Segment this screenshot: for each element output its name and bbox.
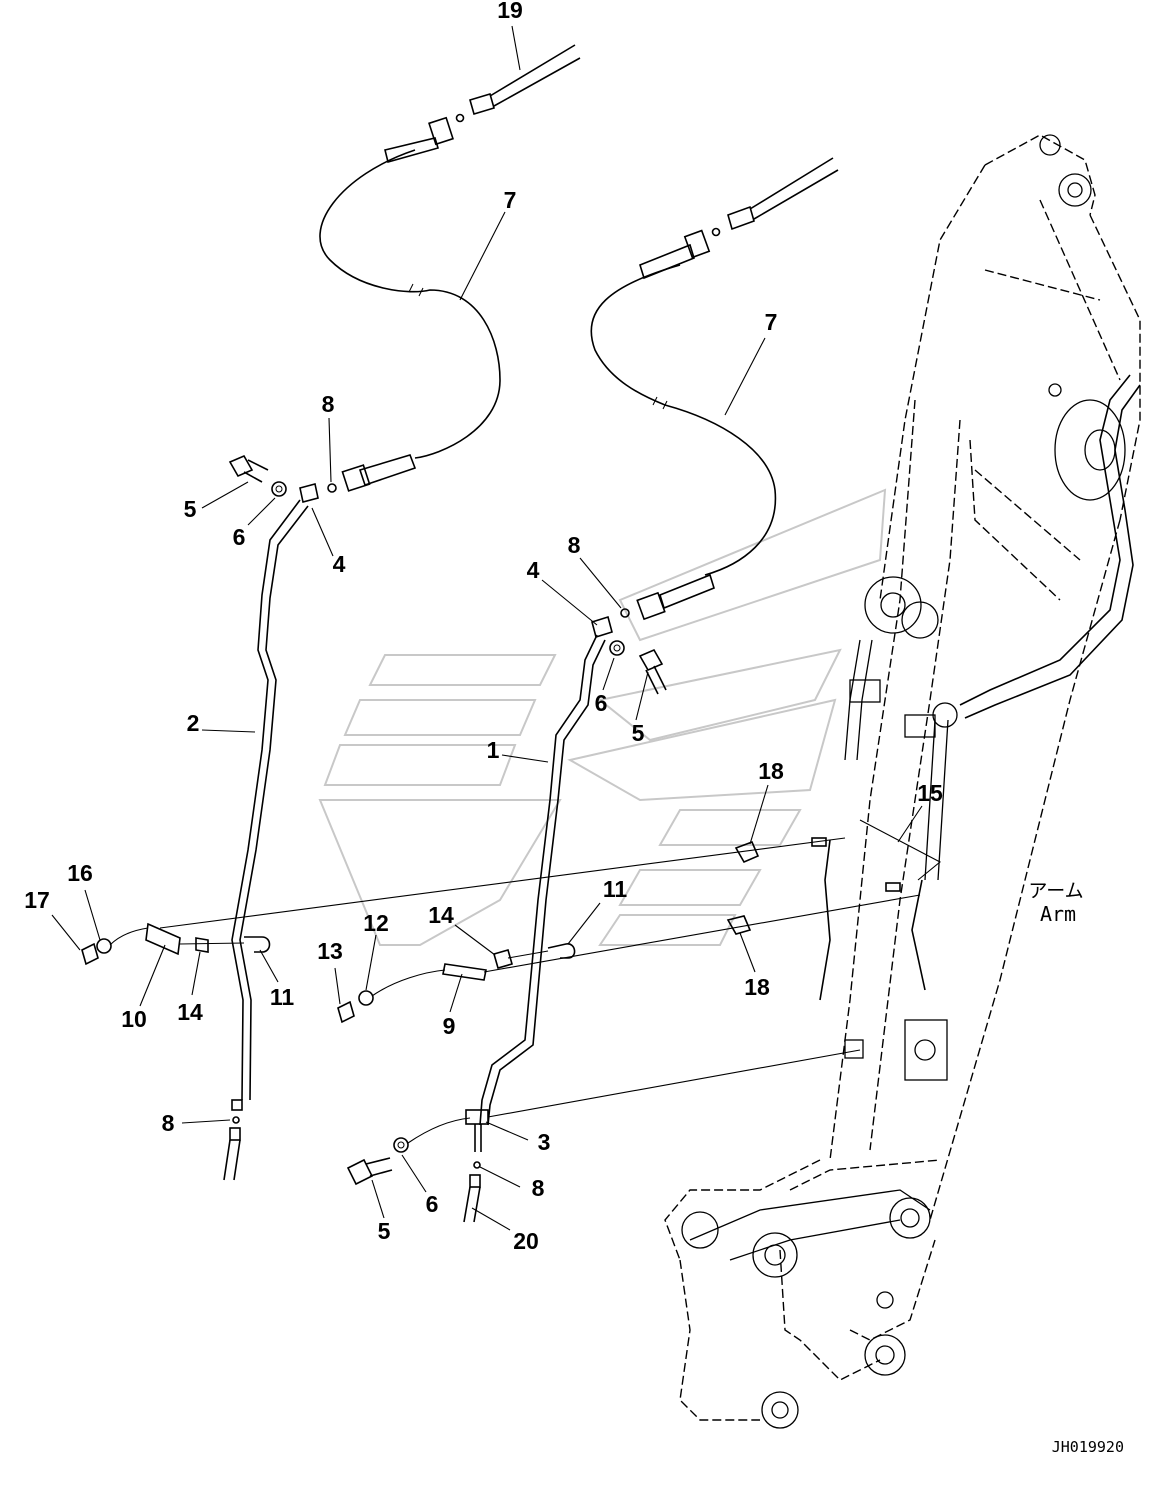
arm-structure — [664, 134, 1141, 1429]
callout-16: 16 — [67, 860, 93, 886]
callout-13: 13 — [317, 938, 343, 964]
clamp-assembly-left — [81, 837, 846, 966]
callout-4: 4 — [333, 551, 346, 577]
arm-label-jp: アーム — [1028, 880, 1083, 902]
callout-7: 7 — [765, 309, 778, 335]
callout-15: 15 — [917, 780, 943, 806]
callout-6: 6 — [426, 1191, 439, 1217]
hose-7-left — [319, 44, 581, 493]
callout-18: 18 — [758, 758, 784, 784]
callout-5: 5 — [378, 1218, 391, 1244]
callout-5: 5 — [632, 720, 645, 746]
callout-8: 8 — [162, 1110, 175, 1136]
document-id: JH019920 — [1052, 1438, 1124, 1456]
watermark-logo — [318, 488, 887, 946]
callout-12: 12 — [363, 910, 389, 936]
callout-17: 17 — [24, 887, 50, 913]
callout-11: 11 — [603, 876, 628, 902]
callout-7: 7 — [504, 187, 517, 213]
clamp-assembly-middle — [337, 894, 921, 1024]
arm-label-en: Arm — [1040, 902, 1076, 926]
callout-8: 8 — [532, 1175, 545, 1201]
callout-6: 6 — [233, 524, 246, 550]
callout-6: 6 — [595, 690, 608, 716]
callout-11: 11 — [270, 984, 295, 1010]
callout-3: 3 — [538, 1129, 551, 1155]
callout-20: 20 — [513, 1228, 539, 1254]
callout-2: 2 — [187, 710, 200, 736]
callout-19: 19 — [497, 0, 523, 23]
callout-8: 8 — [322, 391, 335, 417]
callout-14: 14 — [177, 999, 203, 1025]
callout-8: 8 — [568, 532, 581, 558]
upper-fittings — [228, 454, 667, 695]
callout-labels: 19 7 7 8 5 6 4 8 4 6 5 2 1 18 15 16 17 1… — [24, 0, 943, 1254]
leader-lines — [51, 25, 941, 1231]
callout-4: 4 — [527, 557, 540, 583]
hose-7-right — [590, 157, 839, 621]
callout-10: 10 — [121, 1006, 147, 1032]
callout-14: 14 — [428, 902, 454, 928]
lower-fittings — [346, 1049, 861, 1186]
callout-18: 18 — [744, 974, 770, 1000]
tube-1 — [463, 634, 606, 1223]
callout-5: 5 — [184, 496, 197, 522]
callout-9: 9 — [443, 1013, 456, 1039]
callout-1: 1 — [487, 737, 500, 763]
tube-2 — [223, 499, 309, 1181]
clips-18 — [726, 837, 901, 935]
